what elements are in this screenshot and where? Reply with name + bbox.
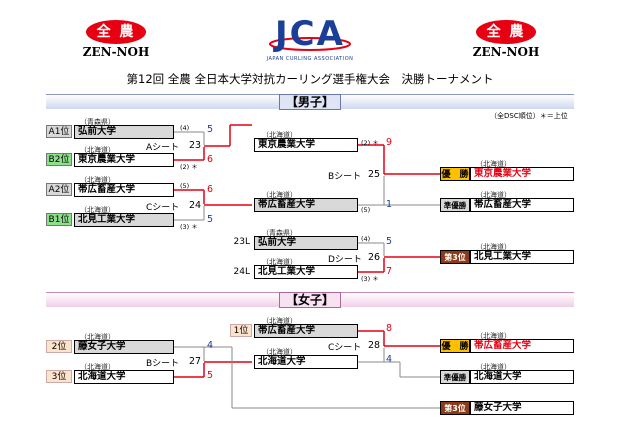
sheet-label: Bシート (328, 172, 362, 182)
sheet-label: Cシート (328, 343, 362, 353)
team-prefecture: （北海道） (80, 146, 115, 154)
score: 5 (207, 124, 214, 135)
draw-order: (5) (361, 206, 371, 214)
team-box: 帯広畜産大学 (74, 183, 174, 197)
team-prefecture: （北海道） (80, 333, 115, 341)
seed-label: 1位 (230, 324, 252, 337)
seed-label: A1位 (46, 125, 72, 138)
team-box: 弘前大学 (74, 125, 174, 139)
seed-label: B2位 (46, 153, 72, 166)
draw-order: (2) ＊ (361, 139, 379, 147)
place-badge-runner-up: 準優勝 (440, 370, 470, 384)
jca-letters: JCA (275, 14, 345, 54)
champion-team: 東京農業大学 (470, 167, 574, 181)
draw-order: (5) (180, 182, 190, 190)
team-prefecture: （北海道） (80, 176, 115, 184)
zen-noh-wordmark: ZEN-NOH (472, 45, 540, 59)
seed-label: 24L (233, 267, 250, 277)
jca-swoosh-icon (269, 37, 351, 51)
team-prefecture: （青森県） (262, 229, 297, 237)
zen-noh-logo-left: 全 農 ZEN-NOH (72, 20, 160, 60)
score: 9 (386, 137, 393, 148)
game-number: 26 (368, 252, 381, 263)
score: 6 (207, 184, 214, 195)
zen-noh-badge: 全 農 (86, 20, 146, 44)
place-badge-champion: 優 勝 (440, 167, 470, 181)
champion-team: 帯広畜産大学 (470, 339, 574, 353)
score: 5 (207, 214, 214, 225)
seed-label: 23L (233, 237, 250, 247)
men-note: （全DSC順位）＊＝上位 (490, 112, 568, 120)
draw-order: (3) ＊ (361, 275, 379, 283)
team-prefecture: （青森県） (80, 118, 115, 126)
team-box: 北見工業大学 (254, 265, 358, 279)
team-prefecture: （北海道） (262, 258, 297, 266)
sheet-label: Cシート (146, 203, 180, 213)
zen-noh-wordmark: ZEN-NOH (82, 45, 150, 59)
team-prefecture: （北海道） (262, 131, 297, 139)
team-prefecture: （北海道） (476, 191, 511, 199)
seed-label: A2位 (46, 183, 72, 196)
score: 8 (386, 323, 393, 334)
team-prefecture: （北海道） (80, 206, 115, 214)
seed-label: 3位 (46, 370, 72, 383)
jca-subtitle: JAPAN CURLING ASSOCIATION (266, 56, 354, 62)
score: 5 (386, 236, 393, 247)
zen-noh-badge: 全 農 (476, 20, 536, 44)
place-badge-third: 第3位 (440, 401, 470, 415)
team-prefecture: （北海道） (476, 363, 511, 371)
team-box: 北海道大学 (254, 355, 358, 369)
team-prefecture: （北海道） (80, 363, 115, 371)
runner-up-team: 北海道大学 (470, 370, 574, 384)
draw-order: (4) (361, 235, 371, 243)
score: 4 (386, 354, 393, 365)
zen-noh-logo-right: 全 農 ZEN-NOH (462, 20, 550, 60)
team-prefecture: （北海道） (262, 317, 297, 325)
score: 1 (386, 199, 393, 210)
men-section-label: 【男子】 (278, 94, 342, 110)
seed-label: 2位 (46, 340, 72, 353)
team-box: 藤女子大学 (74, 340, 174, 354)
game-number: 25 (368, 169, 381, 180)
runner-up-team: 帯広畜産大学 (470, 198, 574, 212)
team-box: 北見工業大学 (74, 213, 174, 227)
team-box: 北海道大学 (74, 370, 174, 384)
page-title: 第12回 全農 全日本大学対抗カーリング選手権大会 決勝トーナメント (126, 72, 494, 86)
third-place-team: 藤女子大学 (470, 401, 574, 415)
team-box: 帯広畜産大学 (254, 324, 358, 338)
women-section-bar: 【女子】 (46, 292, 574, 308)
team-prefecture: （北海道） (476, 160, 511, 168)
game-number: 28 (368, 340, 381, 351)
game-number: 23 (189, 140, 202, 151)
score: 4 (207, 340, 214, 351)
women-section-label: 【女子】 (278, 292, 342, 308)
draw-order: (4) (180, 124, 190, 132)
place-badge-third: 第3位 (440, 250, 470, 264)
team-box: 弘前大学 (254, 236, 358, 250)
draw-order: (3) ＊ (180, 223, 198, 231)
score: 7 (386, 266, 393, 277)
team-box: 東京農業大学 (254, 138, 358, 152)
game-number: 27 (189, 356, 202, 367)
men-section-bar: 【男子】 (46, 94, 574, 110)
team-prefecture: （北海道） (262, 348, 297, 356)
sheet-label: Bシート (146, 359, 180, 369)
place-badge-champion: 優 勝 (440, 339, 470, 353)
team-prefecture: （北海道） (476, 332, 511, 340)
sheet-label: Dシート (328, 255, 362, 265)
jca-logo: JCA JAPAN CURLING ASSOCIATION (255, 16, 365, 64)
score: 5 (207, 370, 214, 381)
team-prefecture: （北海道） (476, 243, 511, 251)
draw-order: (2) ＊ (180, 163, 198, 171)
score: 6 (207, 154, 214, 165)
sheet-label: Aシート (146, 143, 180, 153)
team-prefecture: （北海道） (262, 191, 297, 199)
team-box: 東京農業大学 (74, 153, 174, 167)
seed-label: B1位 (46, 213, 72, 226)
team-box: 帯広畜産大学 (254, 198, 358, 212)
third-place-team: 北見工業大学 (470, 250, 574, 264)
game-number: 24 (189, 200, 202, 211)
place-badge-runner-up: 準優勝 (440, 198, 470, 212)
